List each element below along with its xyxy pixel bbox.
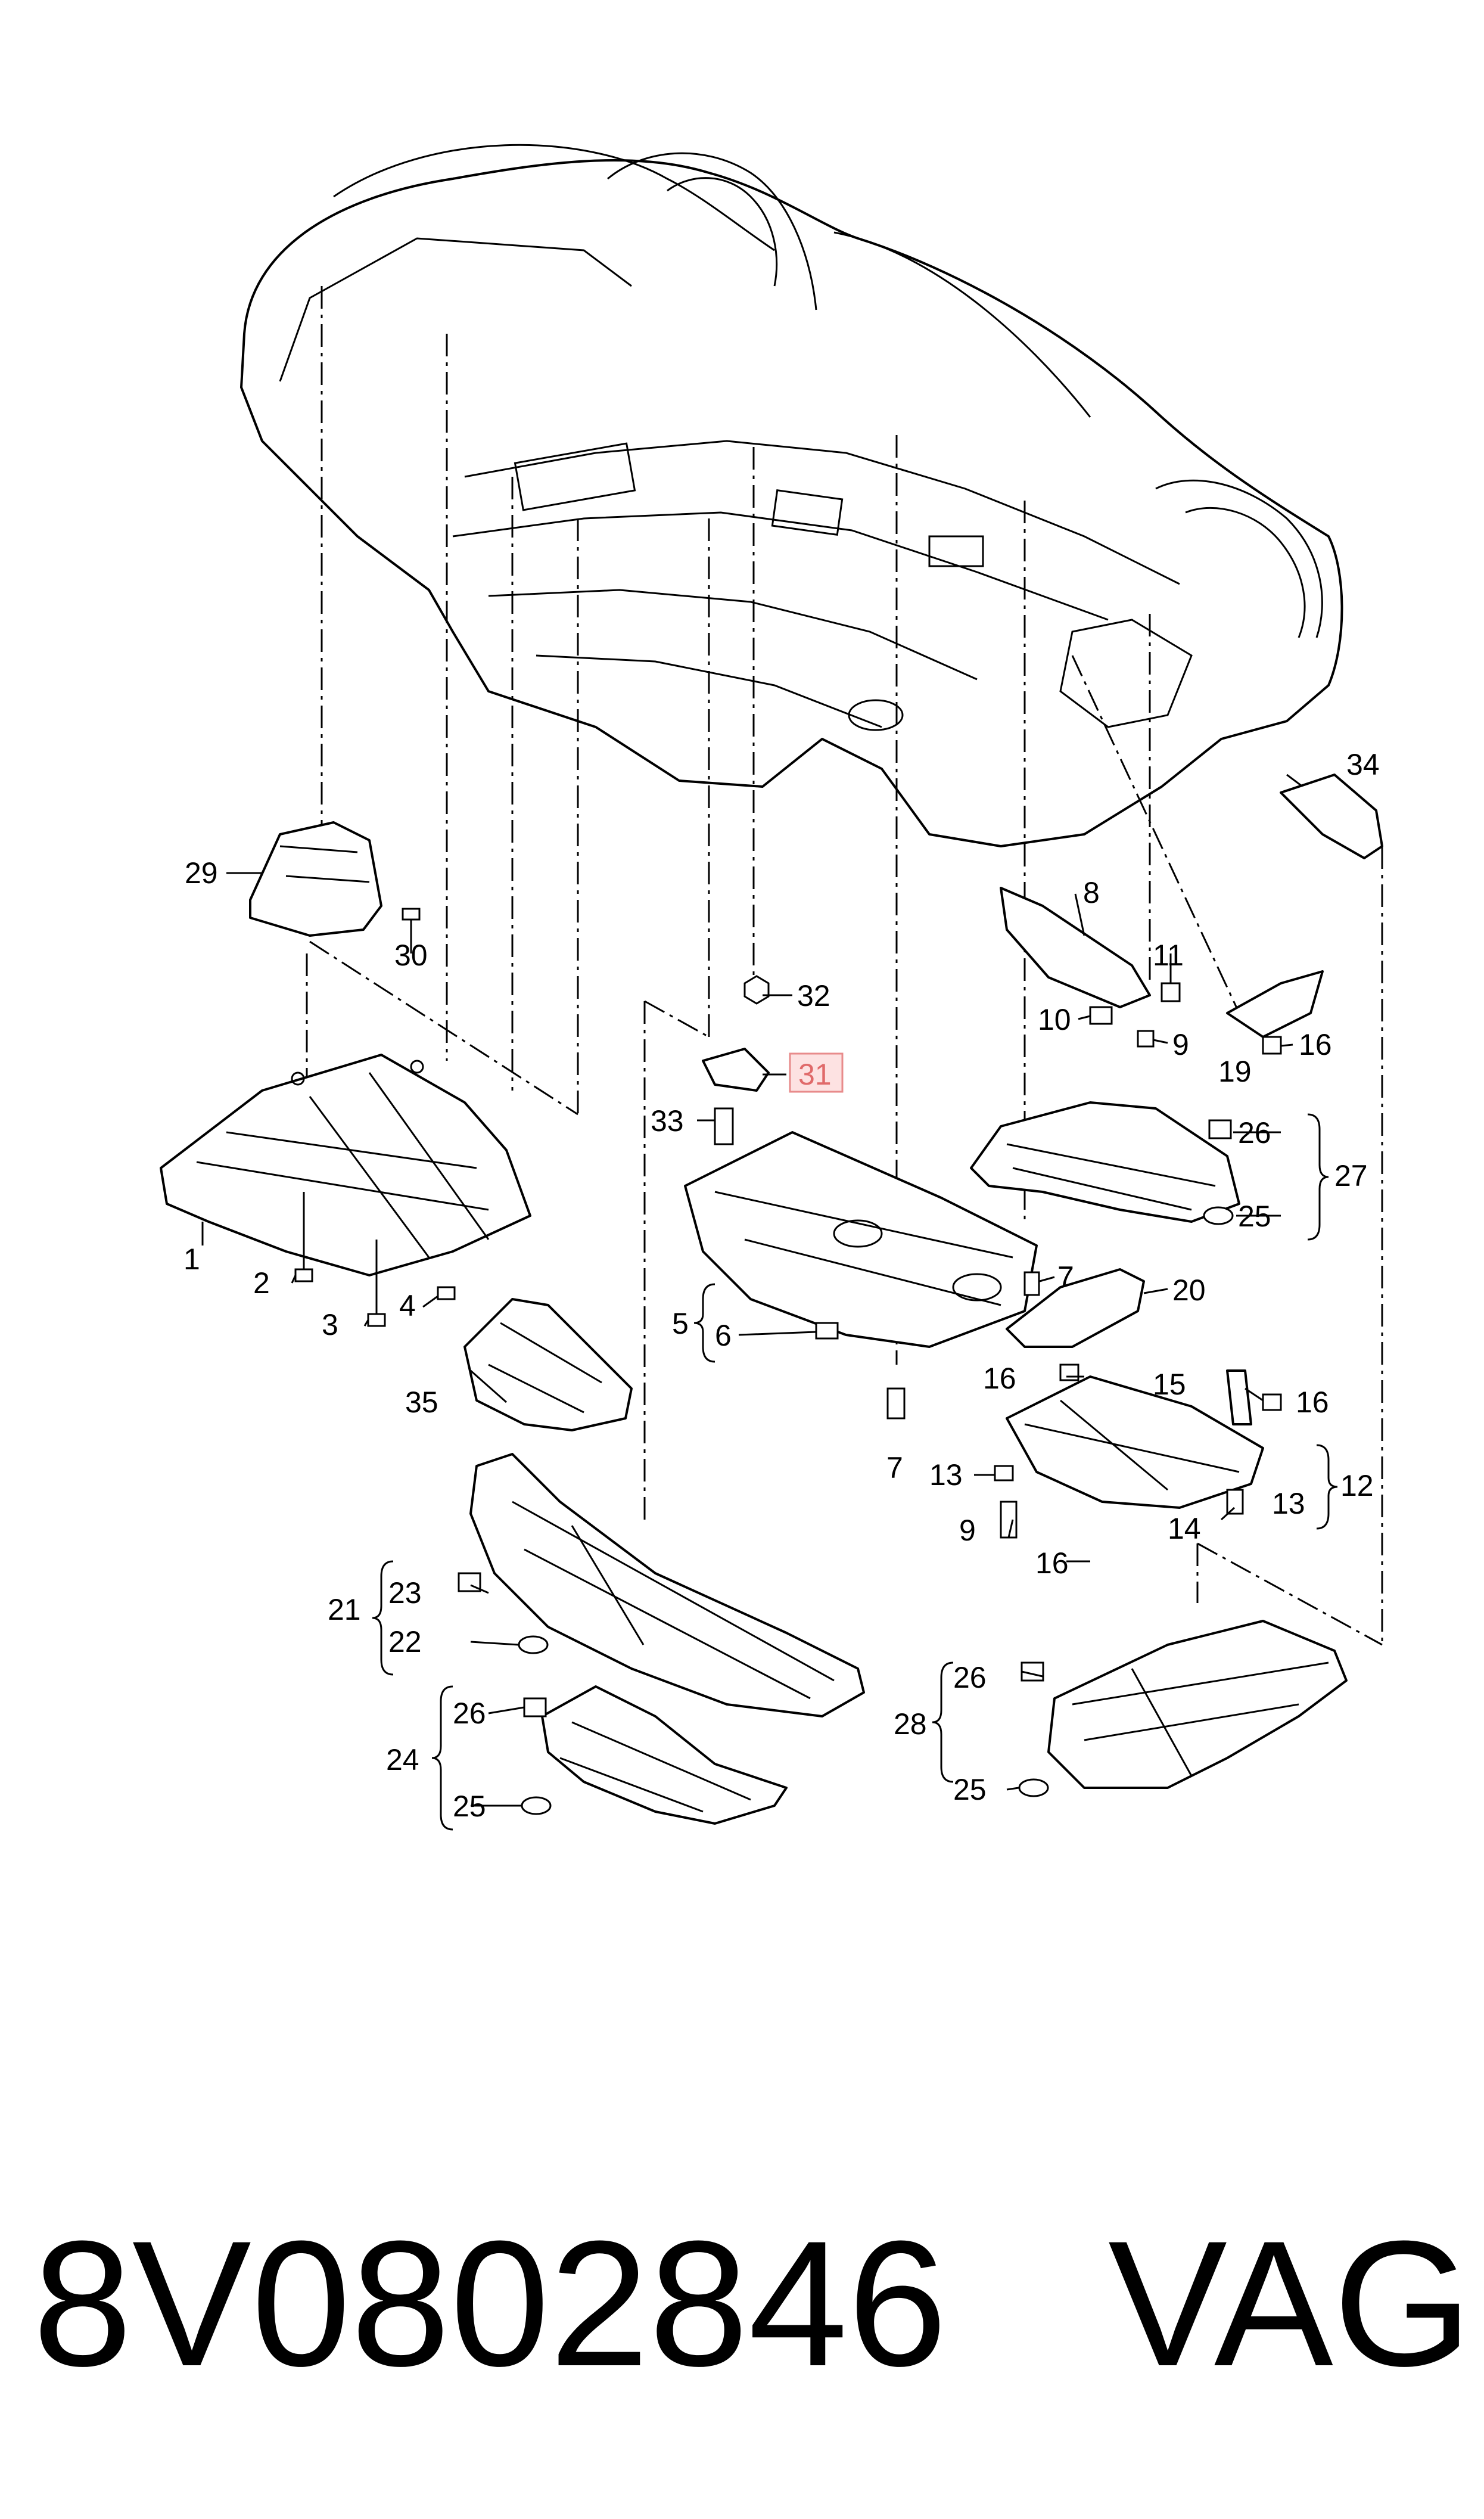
part-12-panel: [1006, 1375, 1264, 1509]
part-29-shield: [249, 821, 382, 937]
part-35-heat-shield: [463, 1298, 633, 1431]
callout-33: 33: [651, 1104, 684, 1138]
callout-1: 1: [183, 1243, 200, 1276]
callout-16-mid-left: 16: [983, 1362, 1016, 1395]
callout-34: 34: [1346, 748, 1380, 781]
nut-16-top: [1262, 1036, 1282, 1055]
callout-7-bottom: 7: [886, 1451, 903, 1484]
callout-25-rear: 25: [953, 1773, 987, 1806]
clips-21-24-group: [458, 1572, 552, 1815]
clips-25-26-rear: [1018, 1661, 1049, 1797]
clip-33: [714, 1107, 734, 1145]
callout-8: 8: [1083, 876, 1100, 909]
callout-25-right: 25: [1238, 1200, 1271, 1233]
callout-2: 2: [253, 1266, 270, 1300]
callout-6: 6: [715, 1319, 732, 1352]
part-19-bracket: [1226, 970, 1324, 1038]
leader-lines: [201, 872, 1293, 1807]
part-31-bracket: [702, 1048, 770, 1092]
part-number: 8V0802846: [33, 2203, 947, 2403]
callout-35: 35: [405, 1386, 438, 1419]
car-body-underside: [240, 144, 1343, 847]
callout-3: 3: [322, 1308, 338, 1341]
part-1-front-panel: [160, 1054, 531, 1276]
callout-13-left: 13: [929, 1458, 963, 1492]
callout-26-right: 26: [1238, 1116, 1271, 1150]
brand-label: VAG: [1108, 2203, 1473, 2403]
callout-13-right: 13: [1272, 1487, 1305, 1520]
callout-16-bottom: 16: [1035, 1546, 1069, 1580]
callout-16-mid-right: 16: [1296, 1386, 1329, 1419]
callout-28: 28: [894, 1707, 927, 1741]
clips-25-26-right: [1203, 1119, 1234, 1225]
part-24-heat-shield: [541, 1685, 788, 1825]
callout-29: 29: [185, 856, 218, 890]
nut-32: [743, 975, 770, 1005]
callout-12: 12: [1340, 1469, 1374, 1502]
callout-10: 10: [1038, 1003, 1071, 1036]
part-28-panel: [1047, 1620, 1348, 1789]
callout-30: 30: [394, 939, 428, 972]
part-11-clip: [1161, 982, 1181, 1002]
callout-4: 4: [399, 1289, 416, 1322]
part-20-shield: [1006, 1268, 1145, 1348]
nut-10: [1089, 1006, 1113, 1025]
part-21-tunnel-panel: [469, 1453, 865, 1717]
callout-5: 5: [672, 1307, 689, 1340]
callout-26-left: 26: [453, 1697, 486, 1730]
callout-9-top: 9: [1172, 1028, 1189, 1061]
callout-15: 15: [1153, 1368, 1186, 1401]
callout-19: 19: [1218, 1055, 1252, 1088]
screw-9: [1137, 1030, 1155, 1048]
nut-6: [815, 1322, 839, 1340]
callout-27: 27: [1334, 1159, 1368, 1192]
callout-25-left: 25: [453, 1790, 486, 1823]
callout-20: 20: [1172, 1274, 1206, 1307]
part-34-cover: [1280, 774, 1383, 859]
callout-23: 23: [388, 1576, 422, 1610]
callout-21: 21: [328, 1593, 361, 1626]
callout-32: 32: [797, 979, 830, 1012]
callout-31-highlight: [789, 1052, 844, 1093]
callout-31: 31: [798, 1058, 832, 1091]
part-8-bracket: [1000, 887, 1151, 1008]
group-brackets: [372, 1113, 1338, 1831]
part-27-heat-shield: [970, 1101, 1240, 1223]
part-5-center-panel: [684, 1131, 1038, 1348]
callouts: 29 30 32 31 33 1 2 3 4 35 5 6 7 7 8 11 1…: [183, 748, 1380, 1823]
callout-7-top: 7: [1057, 1260, 1074, 1294]
part-15-strap: [1226, 1369, 1252, 1425]
callout-24: 24: [386, 1743, 419, 1776]
fasteners-12-group: [994, 1363, 1282, 1539]
callout-9-bottom: 9: [959, 1514, 976, 1547]
callout-16-top: 16: [1299, 1028, 1332, 1061]
callout-14: 14: [1168, 1512, 1201, 1545]
callout-22: 22: [388, 1625, 422, 1658]
callout-11: 11: [1153, 939, 1184, 972]
callout-26-rear: 26: [953, 1661, 987, 1694]
bolt-7: [886, 1271, 1040, 1420]
